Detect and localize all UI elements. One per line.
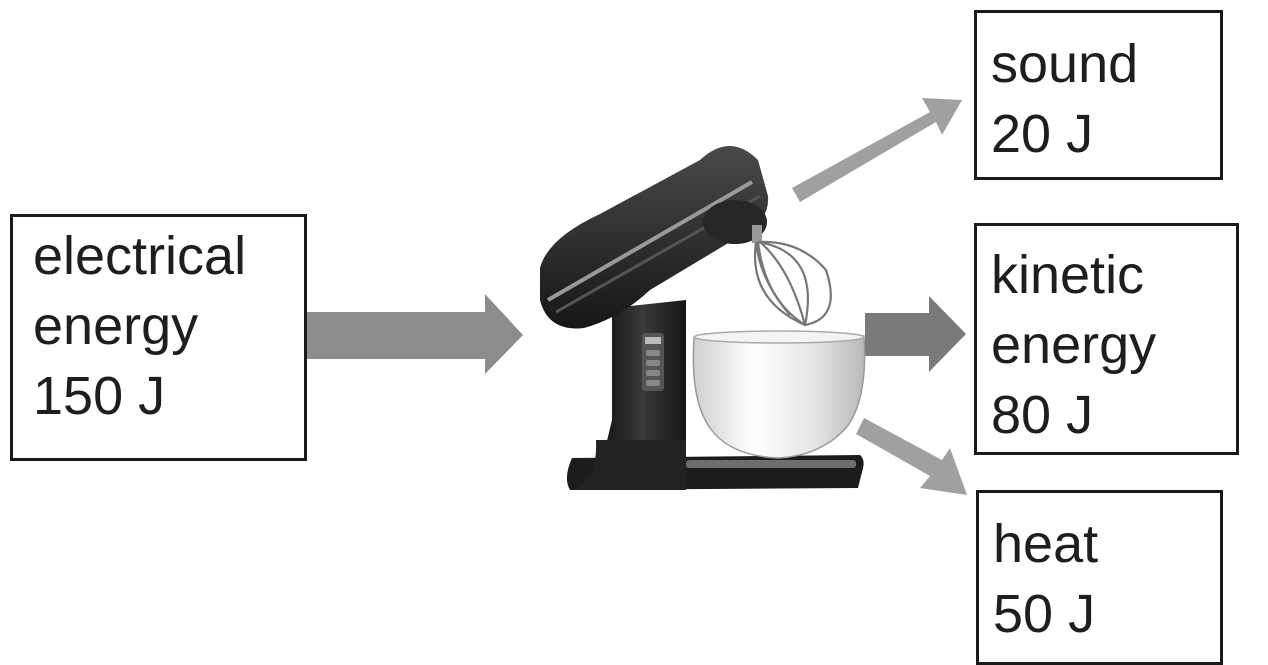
sound-arrow xyxy=(792,98,962,202)
kinetic-energy-box: kinetic energy 80 J xyxy=(974,223,1239,455)
input-label-line1: electrical xyxy=(33,221,290,291)
heat-label: heat xyxy=(993,509,1206,579)
sound-value: 20 J xyxy=(991,99,1206,169)
heat-arrow xyxy=(856,418,967,495)
kinetic-label-line2: energy xyxy=(991,310,1222,380)
input-energy-box: electrical energy 150 J xyxy=(10,214,307,461)
input-value: 150 J xyxy=(33,361,290,431)
heat-value: 50 J xyxy=(993,579,1206,649)
heat-energy-box: heat 50 J xyxy=(976,490,1223,665)
kinetic-arrow xyxy=(865,296,966,372)
kinetic-value: 80 J xyxy=(991,380,1222,450)
stand-mixer-icon xyxy=(540,146,865,490)
sound-energy-box: sound 20 J xyxy=(974,10,1223,180)
sound-label: sound xyxy=(991,29,1206,99)
input-label-line2: energy xyxy=(33,291,290,361)
kinetic-label-line1: kinetic xyxy=(991,240,1222,310)
input-arrow xyxy=(307,294,523,374)
